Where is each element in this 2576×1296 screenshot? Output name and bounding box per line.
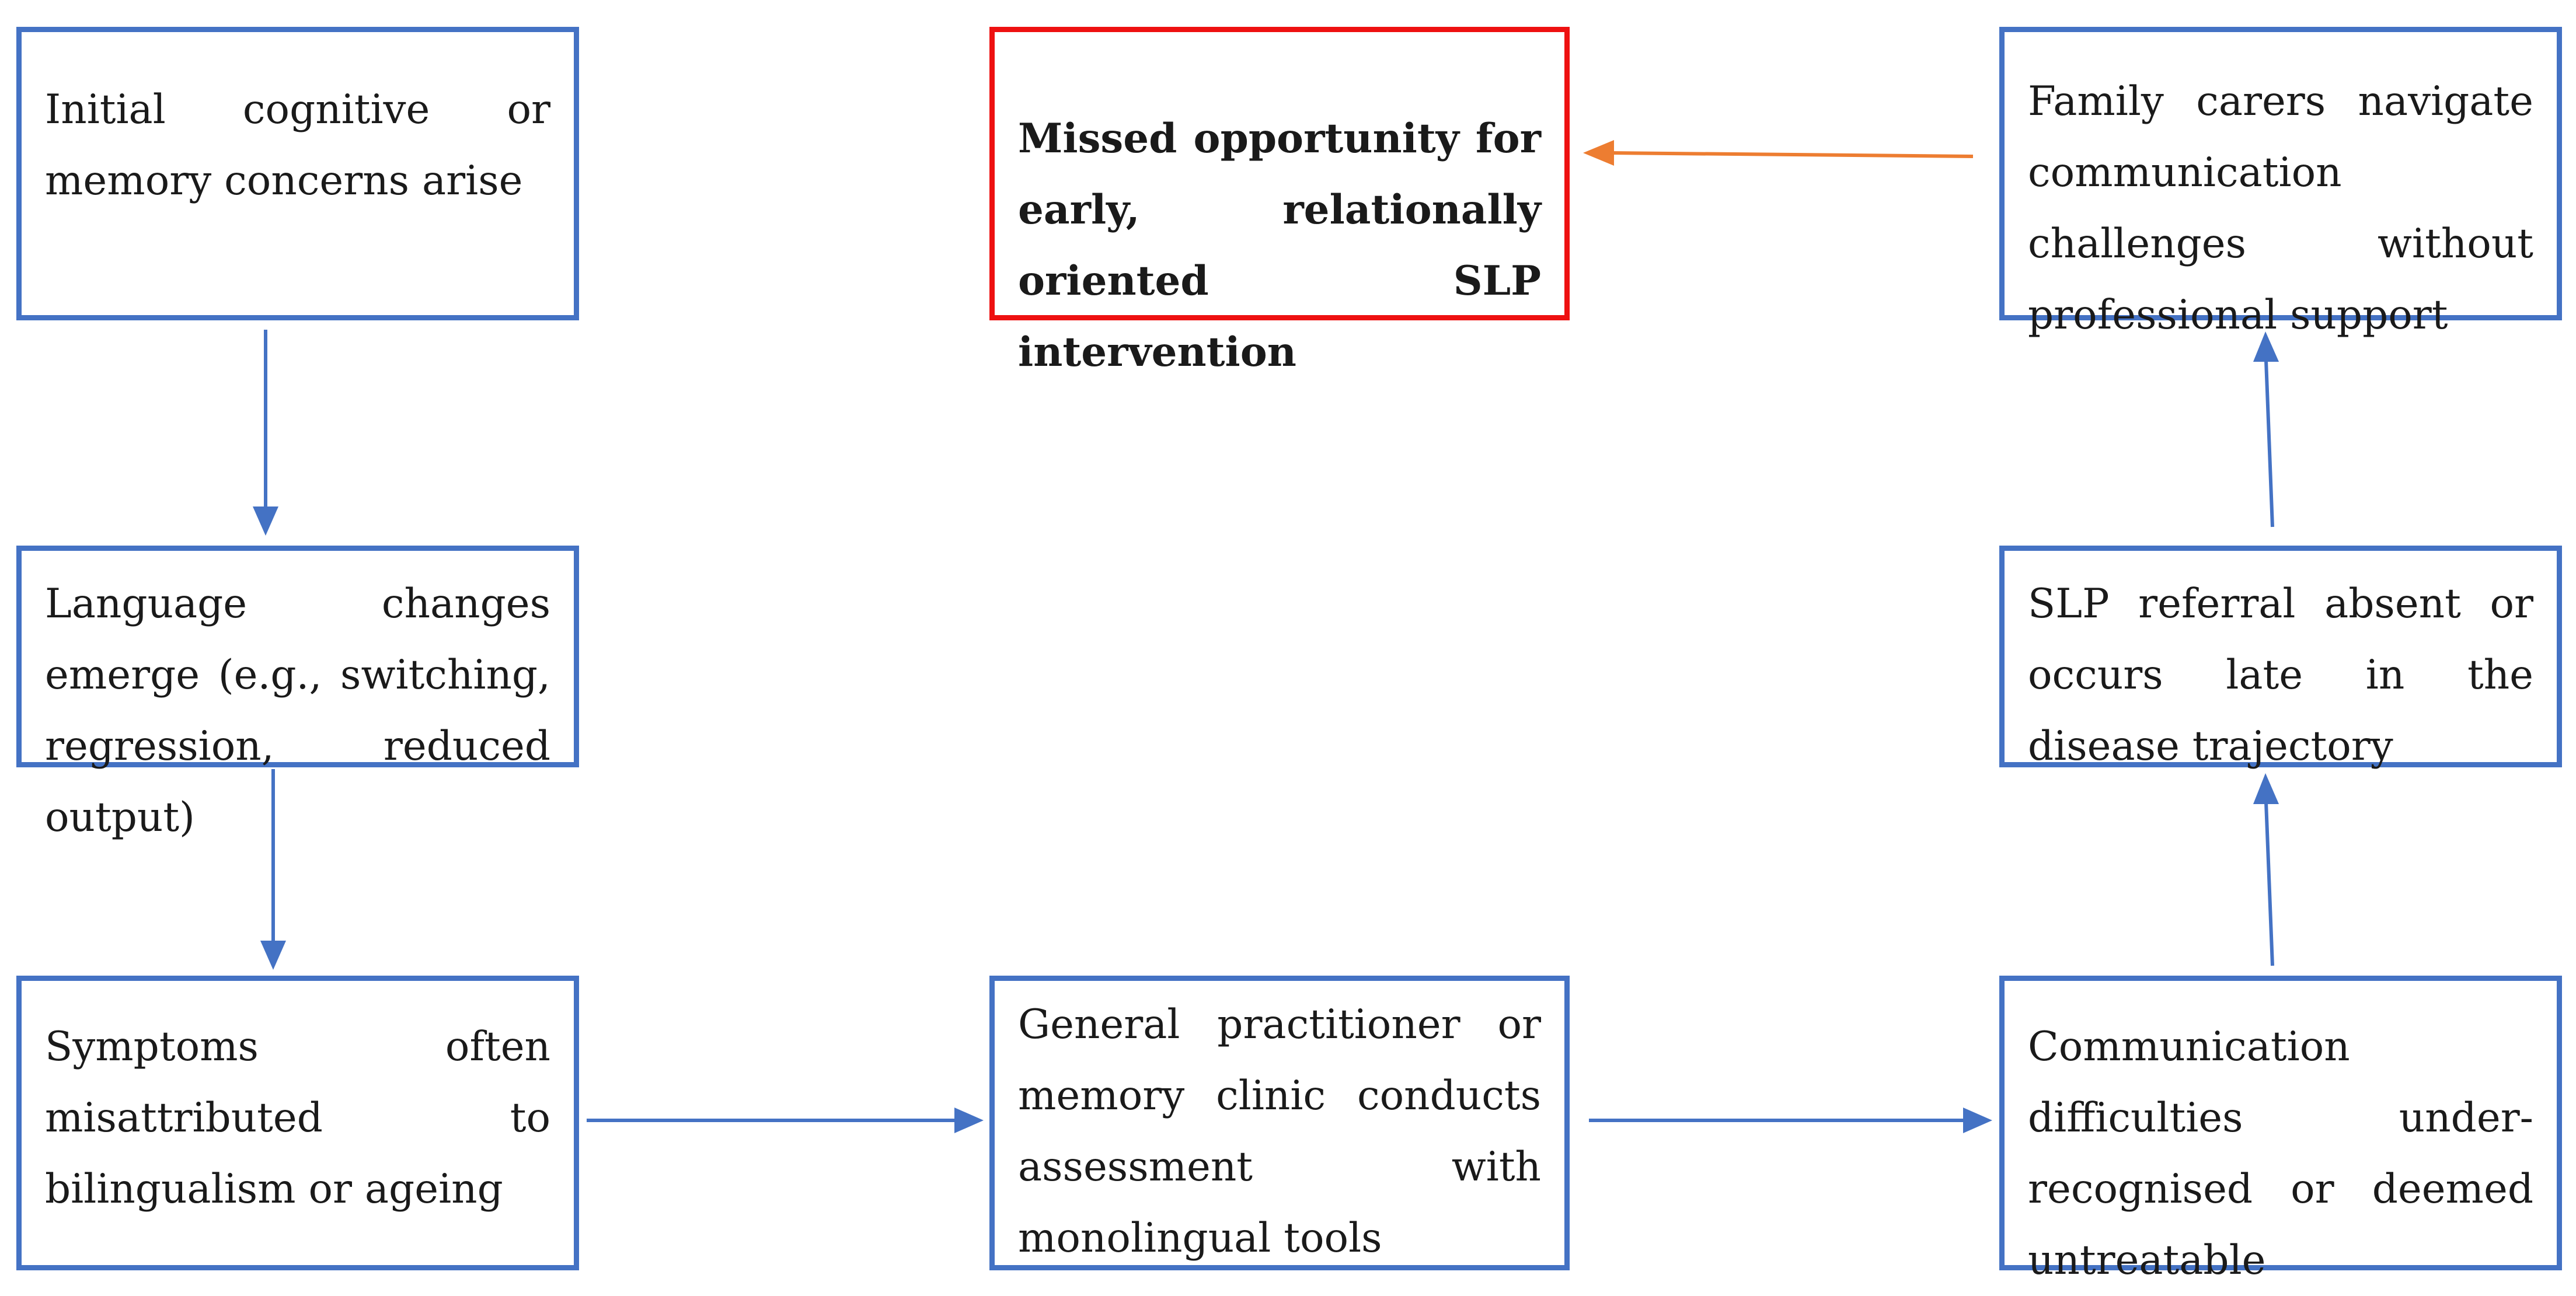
node-communication-difficulties-label: Communication difficulties under-recogni… (2028, 1023, 2533, 1284)
node-family-carers-label: Family carers navigate communication cha… (2028, 78, 2533, 338)
node-language-changes-label: Language changes emerge (e.g., switching… (45, 581, 550, 841)
arrow-family-to-missed (1583, 140, 1974, 166)
node-initial-concerns-label: Initial cognitive or memory concerns ari… (45, 86, 550, 204)
node-initial-concerns: Initial cognitive or memory concerns ari… (16, 27, 579, 320)
node-language-changes: Language changes emerge (e.g., switching… (16, 546, 579, 841)
arrow-language-to-symptoms (260, 769, 286, 970)
node-communication-difficulties: Communication difficulties under-recogni… (1999, 976, 2562, 1284)
node-gp-assessment-label: General practitioner or memory clinic co… (1018, 1001, 1541, 1262)
node-family-carers: Family carers navigate communication cha… (1999, 27, 2562, 338)
arrow-slp-to-family (2253, 331, 2279, 528)
node-symptoms-misattributed: Symptoms often misattributed to bilingua… (16, 976, 579, 1270)
arrow-initial-to-language (253, 330, 278, 536)
node-missed-opportunity: Missed opportunity for early, relational… (989, 27, 1570, 376)
arrow-symptoms-to-gp (587, 1108, 984, 1133)
node-slp-referral: SLP referral absent or occurs late in th… (1999, 546, 2562, 770)
arrow-communication-to-slp (2253, 773, 2279, 966)
node-slp-referral-label: SLP referral absent or occurs late in th… (2028, 581, 2533, 770)
node-symptoms-misattributed-label: Symptoms often misattributed to bilingua… (45, 1023, 550, 1213)
node-gp-assessment: General practitioner or memory clinic co… (989, 976, 1570, 1270)
arrow-gp-to-communication (1589, 1108, 1992, 1133)
node-missed-opportunity-label: Missed opportunity for early, relational… (1018, 115, 1541, 376)
